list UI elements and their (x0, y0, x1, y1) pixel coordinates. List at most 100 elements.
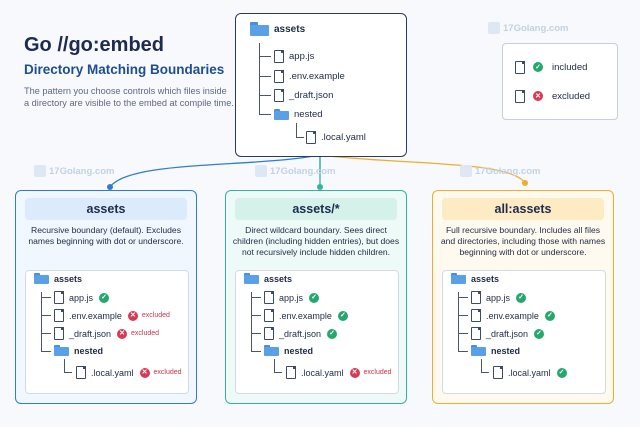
folder-icon (244, 273, 259, 284)
connector-assets (109, 154, 321, 188)
file-icon (286, 366, 296, 379)
folder-icon (250, 22, 269, 36)
folder-icon (34, 273, 49, 284)
tree-file: .local.yaml✓ (493, 366, 567, 379)
tree-folder-assets: assets (250, 22, 305, 36)
file-label: _draft.json (486, 328, 529, 339)
tree-file: app.js✓ (264, 291, 320, 304)
folder-label: assets (274, 23, 306, 35)
pattern-tree: assets app.js✓ .env.example ✓ _draft.json ✓ ne… (442, 270, 606, 394)
file-icon (274, 89, 284, 102)
file-icon (306, 131, 316, 144)
file-label: .env.example (69, 310, 122, 321)
pattern-description: Full recursive boundary. Includes all fi… (440, 225, 606, 257)
file-label: .local.yaml (91, 367, 134, 378)
folder-label: nested (491, 345, 521, 356)
check-icon: ✓ (516, 292, 527, 303)
tree-file: _draft.json ✓ (471, 327, 545, 340)
tree-file: .env.example ✓ (264, 309, 348, 322)
watermark-logo-icon (255, 165, 267, 177)
check-icon: ✓ (327, 328, 338, 339)
tree-file: .local.yaml (306, 131, 366, 144)
watermark-logo-icon (488, 22, 500, 34)
page-title: Go //go:embed (24, 34, 164, 56)
file-icon (471, 291, 481, 304)
tree-file: app.js ✓ (54, 291, 110, 304)
pattern-column-all-assets: all:assets Full recursive boundary. Incl… (432, 190, 614, 404)
check-icon: ✓ (533, 62, 543, 72)
status-text: excluded (153, 369, 182, 376)
tree-file: .local.yaml ✕excluded (286, 366, 392, 379)
pattern-header: assets/* (235, 198, 397, 220)
legend-label: excluded (552, 90, 591, 102)
legend-label: included (552, 61, 588, 73)
watermark: 17Golang.com (34, 165, 114, 177)
cross-icon: ✕ (127, 310, 138, 321)
file-label: _draft.json (69, 328, 112, 339)
file-icon (264, 327, 274, 340)
file-icon (264, 291, 274, 304)
pattern-description: Recursive boundary (default). Excludes n… (28, 225, 184, 246)
tree-folder-nested: nested (264, 345, 313, 356)
file-icon (471, 327, 481, 340)
folder-label: assets (54, 273, 83, 284)
file-icon (515, 89, 525, 103)
cross-icon: ✕ (117, 328, 128, 339)
cross-icon: ✕ (533, 91, 543, 101)
tree-folder-nested: nested (274, 109, 323, 120)
file-label: _draft.json (289, 90, 334, 101)
folder-icon (264, 345, 279, 356)
file-icon (54, 291, 64, 304)
file-icon (471, 309, 481, 322)
page-subtitle: Directory Matching Boundaries (24, 62, 225, 77)
watermark: 17Golang.com (488, 22, 568, 34)
folder-icon (54, 345, 69, 356)
tree-file: _draft.json ✕excluded (54, 327, 159, 340)
file-icon (515, 60, 525, 74)
watermark: 17Golang.com (255, 165, 335, 177)
cross-icon: ✕ (349, 367, 360, 378)
tree-file: app.js (274, 50, 314, 63)
file-icon (274, 50, 284, 63)
source-tree-panel: assets app.js .env.example _draft.json n… (235, 13, 407, 157)
file-label: .env.example (279, 310, 332, 321)
folder-label: assets (471, 273, 500, 284)
pattern-column-assets: assets Recursive boundary (default). Exc… (15, 190, 197, 404)
tree-folder-assets: assets (451, 273, 499, 284)
tree-file: .env.example✕excluded (54, 309, 170, 322)
file-icon (274, 70, 284, 83)
connector-dot-all-assets (522, 180, 528, 186)
folder-icon (471, 345, 486, 356)
file-icon (493, 366, 503, 379)
file-label: app.js (69, 292, 94, 303)
legend-included: ✓ included (515, 58, 587, 76)
folder-label: assets (264, 273, 293, 284)
check-icon: ✓ (337, 310, 348, 321)
file-label: .local.yaml (301, 367, 344, 378)
tree-file: .env.example (274, 70, 345, 83)
watermark-logo-icon (34, 165, 46, 177)
file-label: .local.yaml (321, 132, 366, 143)
connector-all-assets (319, 154, 526, 184)
tree-file: app.js✓ (471, 291, 527, 304)
file-label: app.js (279, 292, 304, 303)
check-icon: ✓ (99, 292, 110, 303)
check-icon: ✓ (534, 328, 545, 339)
connector-dot-assets-star (317, 184, 323, 190)
status-text: excluded (131, 330, 160, 337)
tree-file: _draft.json✓ (264, 327, 338, 340)
tree-folder-assets: assets (34, 273, 82, 284)
connector-dot-assets (107, 184, 113, 190)
folder-icon (451, 273, 466, 284)
cross-icon: ✕ (139, 367, 150, 378)
status-text: excluded (363, 369, 392, 376)
pattern-description: Direct wildcard boundary. Sees direct ch… (232, 225, 400, 257)
pattern-header: assets (25, 198, 187, 220)
file-label: .env.example (486, 310, 539, 321)
file-icon (54, 327, 64, 340)
check-icon: ✓ (544, 310, 555, 321)
file-icon (76, 366, 86, 379)
